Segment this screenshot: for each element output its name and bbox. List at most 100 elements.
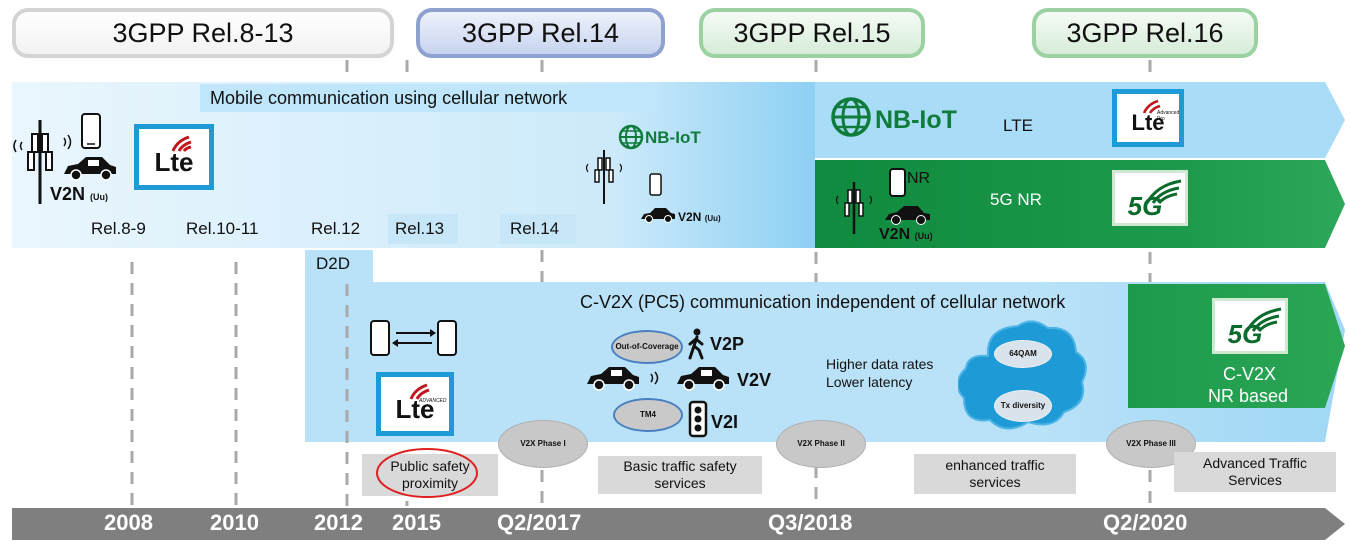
lte-logo-text: Lte (1131, 110, 1165, 135)
uu-small-text: (Uu) (704, 214, 721, 223)
cellular-title-bg (200, 84, 658, 112)
5g-logo-text: 5G (1227, 318, 1263, 349)
phone-nr-icon (889, 168, 906, 197)
lte-label: LTE (1003, 116, 1033, 135)
cell-tower-nr-icon (835, 182, 873, 234)
lower-latency-label: Lower latency (826, 374, 913, 390)
v2v-label: V2V (737, 370, 772, 390)
advanced-traffic-box: Advanced Traffic Services (1174, 452, 1336, 492)
phase-3-text: V2X Phase III (1126, 439, 1176, 448)
phone-small-icon (649, 173, 662, 196)
nbiot-globe-icon (618, 124, 644, 150)
nr-band (815, 160, 1345, 248)
lte-strip (815, 82, 1345, 158)
phase-2-text: V2X Phase II (797, 439, 845, 448)
year-q2-2020: Q2/2020 (1103, 510, 1188, 535)
d2d-label: D2D (316, 254, 351, 273)
tm4-text: TM4 (640, 410, 656, 419)
out-of-coverage-pill: Out-of-Coverage (611, 330, 683, 364)
lte-signal-icon (1142, 99, 1161, 114)
release-box-rel16: 3GPP Rel.16 (1032, 8, 1258, 58)
public-safety-box: Public safety proximity (362, 454, 498, 496)
car-icon (64, 157, 116, 181)
car-small-icon (641, 208, 675, 223)
5g-signal-icon (1245, 307, 1282, 333)
tx-diversity-pill: Tx diversity (994, 390, 1052, 422)
cv2x-band (305, 250, 1345, 442)
tm4-pill: TM4 (613, 398, 683, 432)
advanced-traffic-text: Advanced Traffic Services (1202, 455, 1308, 488)
64qam-pill: 64QAM (994, 340, 1052, 368)
lte-logo-text: Lte (395, 393, 435, 424)
rel-10-11-label: Rel.10-11 (186, 219, 259, 238)
release-box-rel15: 3GPP Rel.15 (699, 8, 925, 58)
lte-logo-tile: Lte (134, 124, 214, 190)
rel-13-bg (388, 214, 458, 244)
5g-nr-v2x-tile: 5G (1212, 298, 1288, 354)
rel-13-label: Rel.13 (395, 219, 445, 238)
public-safety-highlight-circle (376, 448, 478, 498)
cv2x-nr-line2: NR based (1208, 386, 1289, 406)
nbiot-large-globe-icon (831, 97, 871, 137)
cell-tower-small-icon (585, 150, 623, 204)
rel-8-9-label: Rel.8-9 (91, 219, 146, 238)
64qam-text: 64QAM (1009, 349, 1037, 358)
basic-traffic-box: Basic traffic safety services (598, 456, 762, 494)
phase-2-ellipse: V2X Phase II (776, 420, 866, 468)
v2p-label: V2P (710, 334, 745, 354)
cv2x-nr-line1: C-V2X (1223, 364, 1277, 384)
v2n-text: V2N (50, 184, 86, 204)
lte-advanced-text: ADVANCED (419, 398, 447, 404)
basic-traffic-text: Basic traffic safety services (623, 458, 737, 491)
phase-1-text: V2X Phase I (520, 439, 566, 448)
release-label: 3GPP Rel.16 (1066, 17, 1224, 48)
car-nr-icon (885, 206, 930, 225)
pedestrian-icon (688, 328, 704, 360)
release-label: 3GPP Rel.14 (461, 17, 620, 48)
cv2x-title: C-V2X (PC5) communication independent of… (580, 292, 1066, 312)
release-box-rel14: 3GPP Rel.14 (416, 8, 665, 58)
uu-text: (Uu) (90, 192, 109, 202)
5g-logo-text: 5G (1127, 190, 1163, 221)
lte-signal-icon (409, 383, 430, 400)
nr-phone-label: NR (907, 170, 931, 187)
lte-signal-icon (171, 135, 192, 152)
rel-14-bg (500, 214, 576, 244)
car-v2v-left-icon (587, 367, 639, 391)
d2d-phones-icon (370, 320, 457, 356)
cloud-icon (958, 320, 1087, 430)
lte-advanced-tile: ADVANCED Lte (376, 372, 454, 436)
out-of-coverage-text: Out-of-Coverage (615, 342, 679, 351)
cell-tower-icon (13, 120, 72, 204)
uu-nr-text: (Uu) (914, 231, 933, 241)
higher-rates-label: Higher data rates (826, 356, 934, 372)
release-box-rel8-13: 3GPP Rel.8-13 (12, 8, 394, 58)
rel-14-label: Rel.14 (510, 219, 560, 238)
5g-logo-tile: 5G (1112, 170, 1188, 226)
phone-icon (81, 113, 101, 149)
lte-logo-text: Lte (154, 146, 194, 177)
5g-signal-icon (1145, 179, 1182, 205)
year-2008: 2008 (104, 510, 153, 535)
rel-12-label: Rel.12 (311, 219, 361, 238)
v2i-label: V2I (711, 412, 739, 432)
public-safety-text: Public safety proximity (390, 458, 470, 491)
release-label: 3GPP Rel.8-13 (112, 17, 294, 48)
traffic-light-icon (688, 400, 708, 438)
signal-waves-icon (650, 371, 659, 385)
enhanced-traffic-text: enhanced traffic services (945, 457, 1045, 490)
v2n-small-text: V2N (678, 210, 702, 224)
release-label: 3GPP Rel.15 (733, 17, 891, 48)
v2n-label: V2N (Uu) (50, 184, 108, 205)
year-q3-2018: Q3/2018 (768, 510, 853, 535)
v2n-small-label: V2N (Uu) (678, 210, 721, 224)
nbiot-small-label: NB-IoT (645, 128, 701, 147)
nbiot-large-label: NB-IoT (875, 106, 957, 134)
year-2015: 2015 (392, 510, 441, 535)
tx-diversity-text: Tx diversity (1000, 401, 1046, 410)
cellular-title: Mobile communication using cellular netw… (210, 88, 568, 108)
enhanced-traffic-box: enhanced traffic services (914, 454, 1076, 494)
phase-1-ellipse: V2X Phase I (498, 420, 588, 468)
v2n-nr-label: V2N (Uu) (879, 226, 933, 244)
